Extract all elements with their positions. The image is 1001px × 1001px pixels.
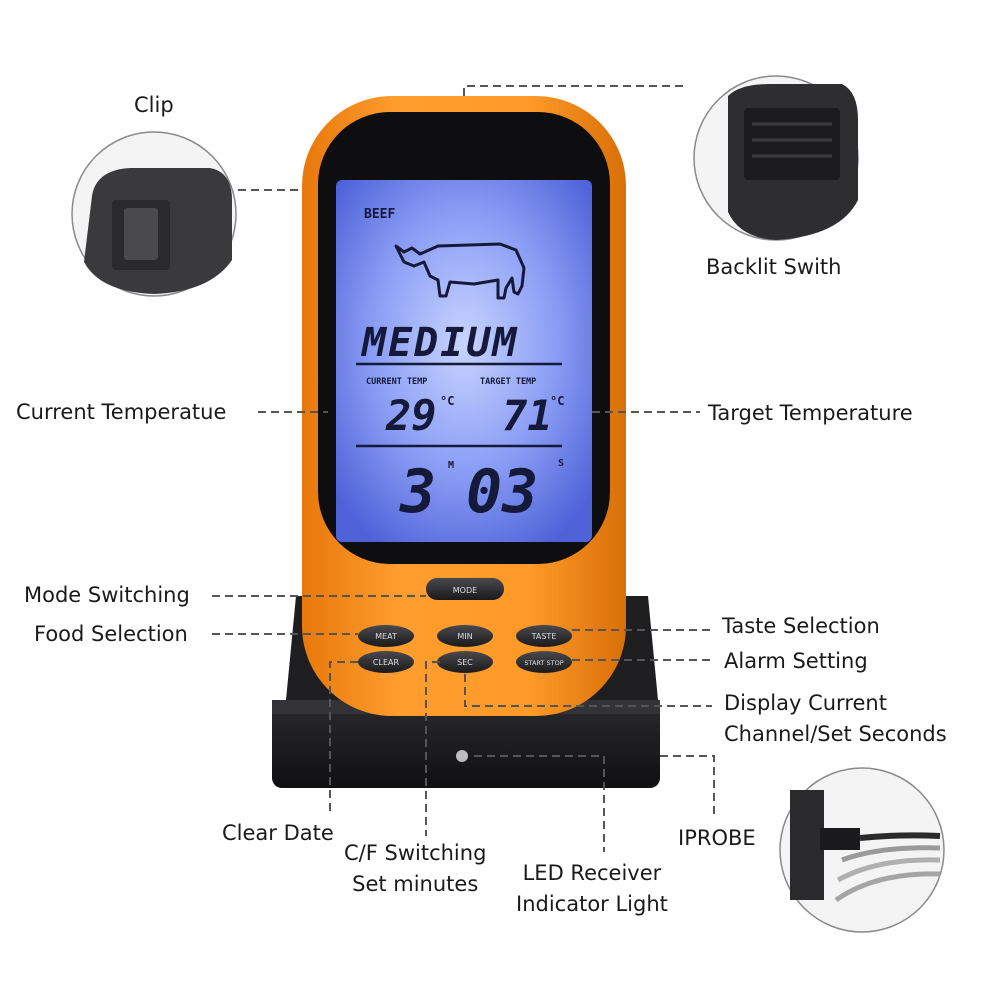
callout-backlit-switch: Backlit Swith	[706, 255, 842, 279]
lcd-doneness: MEDIUM	[360, 320, 519, 366]
callout-cf-switching: C/F Switching Set minutes	[344, 838, 486, 900]
lcd-screen	[336, 180, 592, 542]
clip-inset	[71, 131, 237, 297]
current-temp-unit: °C	[440, 394, 454, 408]
target-temp-unit: °C	[550, 394, 564, 408]
led-leader	[474, 755, 605, 852]
sec-button[interactable]: SEC	[437, 651, 493, 673]
callout-clip: Clip	[134, 93, 174, 117]
led-indicator-icon	[456, 750, 468, 762]
iprobe-inset	[779, 767, 945, 933]
callout-display-current-line2: Channel/Set Seconds	[724, 722, 947, 746]
iprobe-leader	[660, 755, 715, 818]
timer-seconds-unit: S	[558, 458, 564, 469]
callout-mode-switching: Mode Switching	[24, 583, 190, 607]
callout-alarm-setting: Alarm Setting	[724, 649, 868, 673]
callout-display-current-line1: Display Current	[724, 691, 887, 715]
clear-button[interactable]: CLEAR	[358, 651, 414, 673]
thermometer-housing	[302, 96, 626, 716]
callout-led-receiver: LED Receiver Indicator Light	[516, 858, 668, 920]
leader-lines	[212, 85, 715, 852]
current-temp-value: 29	[385, 391, 437, 440]
backlit-switch-inset	[693, 75, 859, 241]
current-temp-label: CURRENT TEMP	[366, 377, 427, 387]
meat-button[interactable]: MEAT	[358, 625, 414, 647]
taste-button[interactable]: TASTE	[516, 625, 572, 647]
callout-led-receiver-line2: Indicator Light	[516, 892, 668, 916]
cf-leader	[425, 661, 440, 836]
callout-led-receiver-line1: LED Receiver	[522, 861, 662, 885]
callout-display-current: Display Current Channel/Set Seconds	[724, 688, 947, 750]
cow-icon	[394, 242, 526, 300]
svg-text:START STOP: START STOP	[524, 659, 563, 667]
svg-text:CLEAR: CLEAR	[373, 658, 400, 667]
callout-iprobe: IPROBE	[678, 826, 756, 850]
timer-seconds: 03	[466, 457, 538, 527]
callout-cf-switching-line1: C/F Switching	[344, 841, 487, 865]
callout-food-selection: Food Selection	[34, 622, 188, 646]
min-button[interactable]: MIN	[437, 625, 493, 647]
svg-text:MODE: MODE	[453, 586, 477, 595]
svg-text:SEC: SEC	[457, 658, 473, 667]
callout-current-temperature: Current Temperatue	[16, 400, 227, 424]
clear-leader	[329, 661, 358, 816]
display-leader	[464, 674, 712, 707]
target-temp-label: TARGET TEMP	[480, 377, 536, 387]
callout-target-temperature: Target Temperature	[708, 401, 913, 425]
svg-text:TASTE: TASTE	[531, 632, 557, 641]
svg-text:MEAT: MEAT	[375, 632, 397, 641]
target-temp-value: 71	[502, 391, 553, 440]
callout-taste-selection: Taste Selection	[722, 614, 880, 638]
lcd-content: BEEF MEDIUM CURRENT TEMP TARGET TEMP 29 …	[356, 207, 564, 527]
lcd-food-label: BEEF	[364, 207, 395, 222]
timer-minutes-unit: M	[448, 460, 454, 471]
callout-cf-switching-line2: Set minutes	[352, 872, 479, 896]
callout-clear-date: Clear Date	[222, 821, 334, 845]
timer-minutes: 3	[399, 457, 436, 527]
backlit-leader	[463, 85, 688, 96]
start-stop-button[interactable]: START STOP	[516, 651, 572, 673]
mode-button[interactable]: MODE	[426, 578, 504, 600]
svg-text:MIN: MIN	[457, 632, 472, 641]
